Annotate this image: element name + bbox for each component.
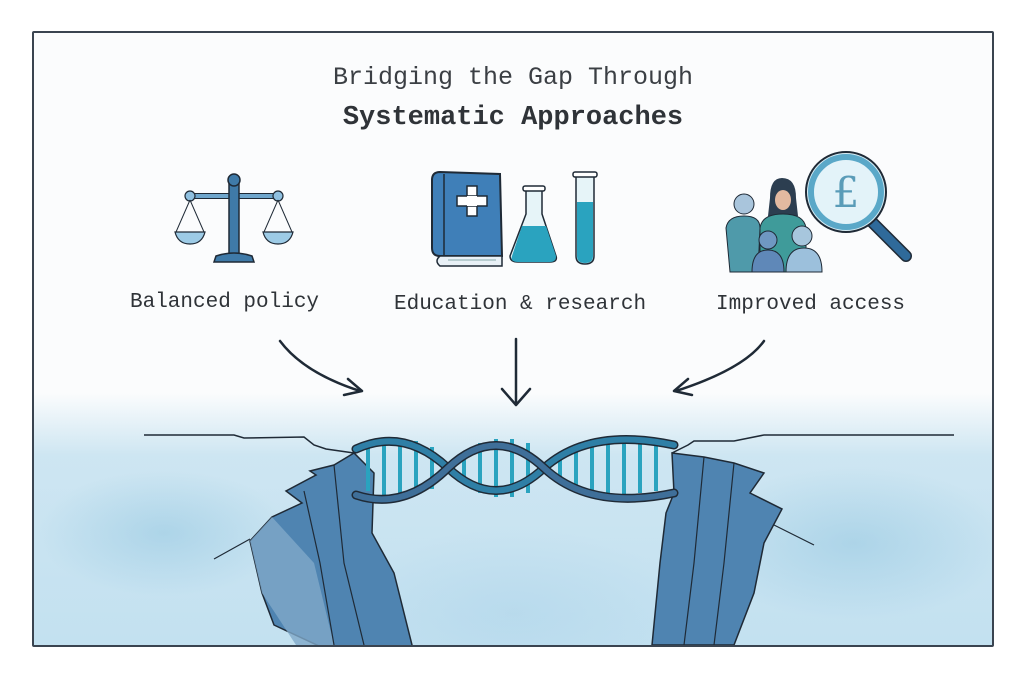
- medical-book-and-lab-flasks-icon: [426, 170, 606, 270]
- people-with-pound-magnifier-icon: £: [724, 150, 934, 280]
- right-cliff: [651, 452, 784, 645]
- gap-scene: [144, 434, 954, 645]
- arrows-converging-icon: [278, 337, 766, 407]
- title-line-2: Systematic Approaches: [342, 103, 684, 133]
- illustration-frame: Bridging the Gap Through Systematic Appr…: [32, 31, 994, 647]
- scales-of-justice-icon: [174, 170, 294, 270]
- label-balanced-policy: Balanced policy: [130, 291, 320, 314]
- title-line-1: Bridging the Gap Through: [332, 63, 694, 92]
- pound-sign: £: [833, 168, 860, 217]
- label-improved-access: Improved access: [716, 293, 906, 316]
- label-education-research: Education & research: [394, 293, 647, 316]
